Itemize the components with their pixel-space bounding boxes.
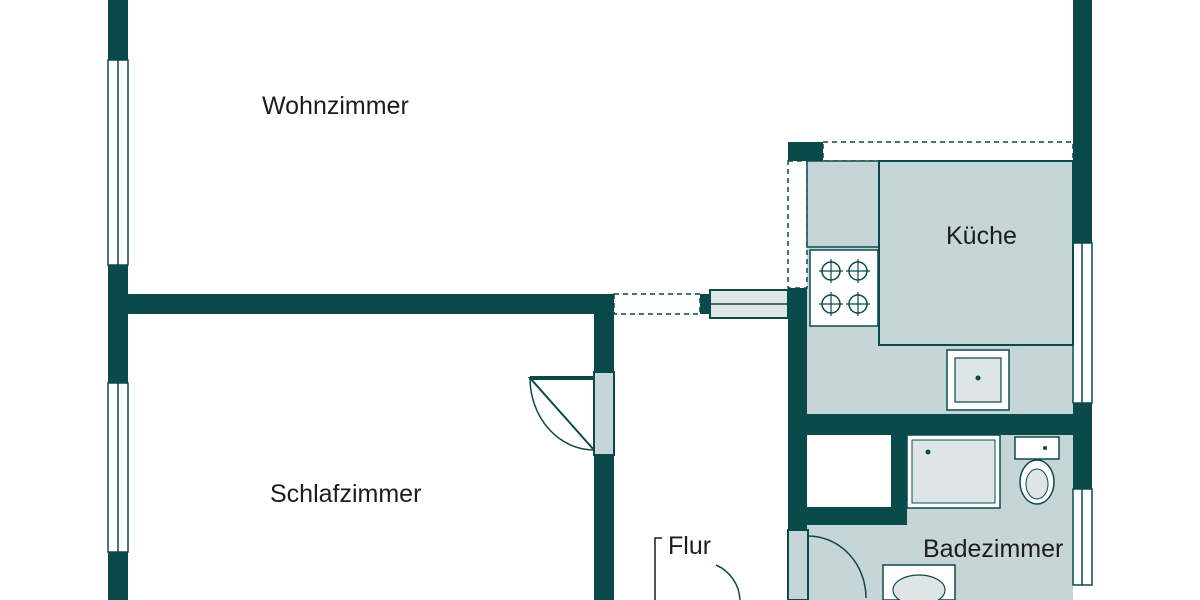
- storage-closet: [807, 435, 891, 507]
- wall-kitchen-top-stub: [788, 142, 823, 161]
- shower-icon: [906, 434, 1001, 509]
- door-bedroom: [527, 371, 615, 456]
- kitchen-counter: [806, 160, 880, 248]
- wall-hall-stub: [700, 294, 710, 314]
- doors: [527, 371, 867, 600]
- wall-left-bottom: [108, 552, 128, 600]
- wall-kitchen-bath: [788, 414, 1092, 435]
- walls: [108, 0, 1092, 600]
- wall-bedroom-hall-bottom: [594, 455, 614, 600]
- pass-through: [709, 289, 789, 319]
- opening-kitchen-left: [787, 160, 808, 289]
- sink-icon: [946, 349, 1010, 411]
- kitchen-cabinet: [878, 160, 1074, 346]
- washbasin-icon: [882, 564, 956, 600]
- door-hallway: [715, 564, 741, 600]
- room-labels: Wohnzimmer Küche Schlafzimmer Flur Badez…: [262, 92, 1063, 563]
- windows: [107, 59, 1093, 586]
- wall-closet-bottom: [807, 507, 907, 525]
- wall-living-bedroom: [128, 294, 614, 314]
- wall-bedroom-hall-top: [594, 314, 614, 372]
- bathroom-fixtures: [882, 434, 1060, 600]
- opening-hall-living: [613, 293, 701, 315]
- toilet-icon: [1014, 436, 1060, 505]
- room-label-bedroom: Schlafzimmer: [270, 480, 421, 508]
- room-label-living-room: Wohnzimmer: [262, 92, 409, 120]
- door-bathroom: [787, 529, 867, 600]
- wall-right-top: [1073, 0, 1092, 243]
- wall-left-top: [108, 0, 128, 60]
- room-label-bathroom: Badezimmer: [923, 535, 1063, 563]
- opening-kitchen-living: [822, 141, 1074, 162]
- hallway-wardrobe: [654, 537, 662, 600]
- room-label-kitchen: Küche: [946, 222, 1017, 250]
- wall-left-mid: [108, 265, 128, 383]
- kitchen-fixtures: [806, 160, 1074, 411]
- wall-kitchen-left: [788, 288, 807, 600]
- room-label-hallway: Flur: [668, 532, 711, 560]
- wall-closet-right: [891, 435, 907, 525]
- stove-icon: [809, 249, 879, 327]
